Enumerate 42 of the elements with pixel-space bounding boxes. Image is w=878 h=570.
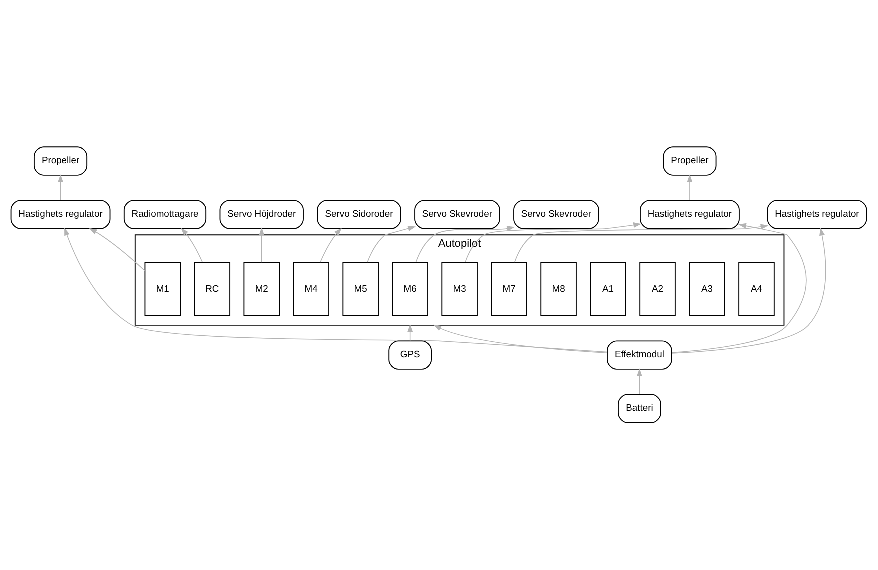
- arrow: [64, 228, 608, 353]
- node-box: M3: [442, 262, 478, 316]
- arrow: [687, 174, 693, 201]
- node-box: M2: [244, 262, 280, 316]
- node-box: GPS: [388, 340, 432, 370]
- node-box: A2: [640, 262, 676, 316]
- node-box: M8: [540, 262, 577, 316]
- node-box: Servo Skevroder: [414, 200, 500, 230]
- arrow: [320, 228, 342, 263]
- node-box: M7: [491, 262, 528, 316]
- node-box: A1: [590, 262, 626, 316]
- node-box: Hastighets regulator: [10, 200, 111, 230]
- node-box: Hastighets regulator: [767, 200, 868, 230]
- node-box: Effektmodul: [607, 340, 672, 370]
- node-box: RC: [194, 262, 231, 316]
- node-box: A3: [689, 262, 726, 316]
- arrow: [465, 222, 642, 263]
- node-box: Batteri: [618, 394, 662, 424]
- arrow: [408, 324, 414, 342]
- node-box: Servo Sidoroder: [317, 200, 402, 230]
- node-box: M5: [342, 262, 379, 316]
- node-box: Servo Skevroder: [514, 200, 600, 230]
- arrow: [672, 228, 826, 354]
- arrow: [367, 226, 416, 263]
- node-box: A4: [738, 262, 775, 316]
- arrow: [416, 226, 516, 263]
- node-box: Propeller: [34, 146, 88, 176]
- node-box: M6: [392, 262, 428, 316]
- arrow: [672, 223, 807, 354]
- node-box: Servo Höjdroder: [220, 200, 304, 230]
- arrow: [434, 324, 608, 354]
- node-box: Propeller: [663, 146, 717, 176]
- arrow: [181, 228, 203, 263]
- node-box: Hastighets regulator: [640, 200, 740, 230]
- node-box: M1: [144, 262, 182, 316]
- arrow: [259, 228, 265, 263]
- node-box: Radiomottagare: [124, 200, 207, 230]
- arrow: [514, 224, 769, 263]
- node-box: M4: [293, 262, 330, 316]
- arrow: [89, 228, 146, 272]
- arrow: [636, 368, 642, 395]
- arrow: [58, 174, 64, 201]
